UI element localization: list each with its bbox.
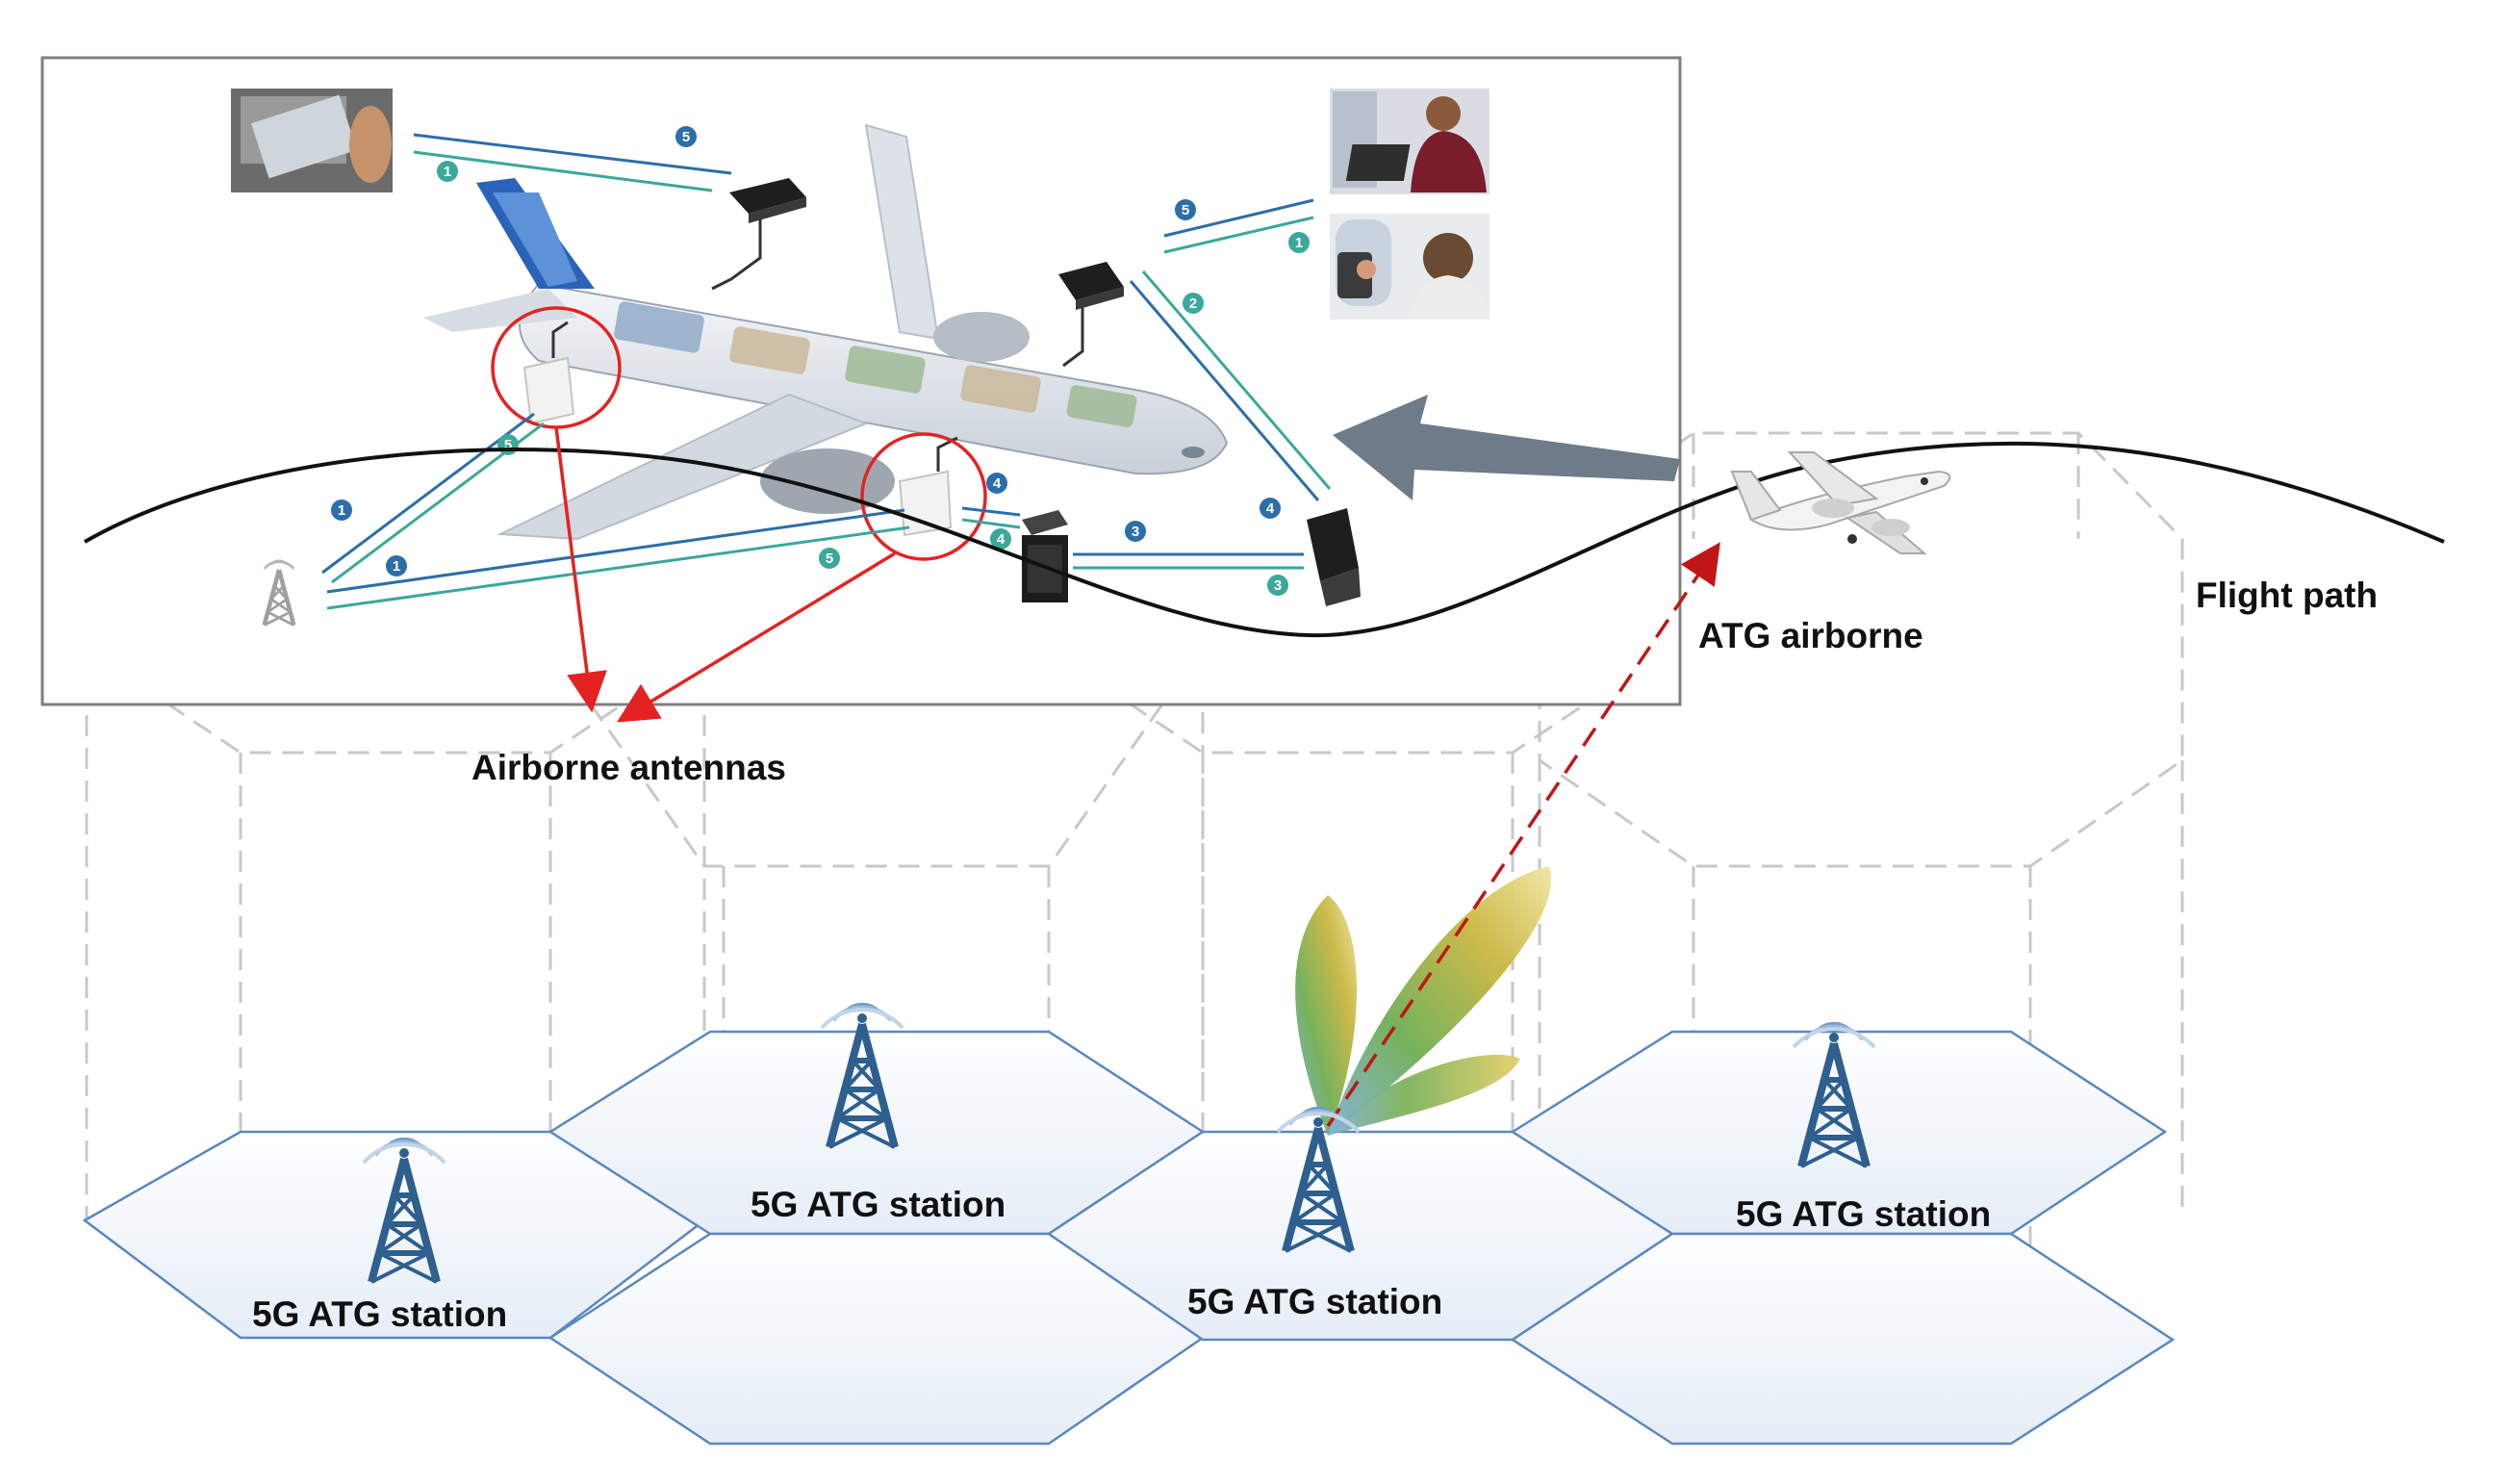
svg-text:4: 4 bbox=[1266, 500, 1275, 517]
airplane-icon bbox=[1730, 451, 1951, 554]
antenna-highlight-circle bbox=[860, 432, 987, 561]
passenger-photo-icon bbox=[1330, 214, 1489, 320]
svg-text:5: 5 bbox=[826, 551, 833, 567]
beam-pattern-icon bbox=[1295, 866, 1552, 1136]
antenna-link-arrow bbox=[554, 426, 607, 713]
step-badge: 4 bbox=[986, 473, 1007, 494]
svg-text:1: 1 bbox=[1295, 235, 1303, 251]
svg-text:1: 1 bbox=[444, 164, 451, 180]
step-badge: 5 bbox=[1175, 199, 1196, 220]
aircraft-system-inset: 5 1 5 1 2 4 1 5 1 5 4 4 3 3 bbox=[40, 56, 1682, 706]
signal-lines bbox=[321, 133, 1332, 610]
passenger-photo-icon bbox=[231, 89, 393, 192]
svg-text:1: 1 bbox=[393, 558, 400, 575]
atg-airborne-label: ATG airborne bbox=[1698, 616, 1923, 655]
step-badge: 1 bbox=[386, 555, 407, 576]
step-badge: 4 bbox=[990, 528, 1011, 550]
svg-text:2: 2 bbox=[1189, 295, 1197, 312]
antenna-link-arrow bbox=[617, 551, 896, 723]
step-badge: 5 bbox=[819, 548, 840, 569]
step-badge: 4 bbox=[1260, 498, 1281, 519]
big-left-arrow bbox=[1333, 395, 1680, 500]
step-badge: 3 bbox=[1125, 521, 1146, 542]
airborne-antennas-label: Airborne antennas bbox=[471, 748, 786, 787]
step-badge: 1 bbox=[437, 161, 458, 182]
step-badge: 2 bbox=[1183, 293, 1204, 314]
air-to-ground-link-arrow bbox=[1326, 542, 1720, 1127]
step-badge: 5 bbox=[497, 434, 519, 455]
svg-text:5: 5 bbox=[682, 129, 690, 145]
station-label: 5G ATG station bbox=[1736, 1194, 1992, 1234]
airplane-cutaway-icon bbox=[423, 123, 1229, 541]
svg-text:1: 1 bbox=[338, 502, 345, 519]
step-badge: 1 bbox=[331, 499, 352, 521]
passenger-photo-icon bbox=[1330, 89, 1489, 194]
ground-hex-tiles bbox=[82, 1030, 2176, 1446]
hex-tile bbox=[1510, 1232, 2176, 1446]
svg-text:3: 3 bbox=[1274, 577, 1282, 594]
avionics-box-icon bbox=[1307, 508, 1361, 606]
flight-path-curve bbox=[84, 441, 2445, 638]
svg-text:4: 4 bbox=[997, 531, 1005, 548]
svg-text:5: 5 bbox=[504, 437, 512, 453]
station-label: 5G ATG station bbox=[751, 1185, 1006, 1224]
flight-path-label: Flight path bbox=[2196, 576, 2379, 615]
svg-text:3: 3 bbox=[1132, 524, 1139, 540]
avionics-box-icon bbox=[1022, 510, 1068, 602]
svg-text:5: 5 bbox=[1182, 202, 1189, 218]
avionics-box-icon bbox=[711, 178, 806, 291]
station-label: 5G ATG station bbox=[252, 1294, 508, 1334]
step-badge: 5 bbox=[675, 126, 697, 147]
svg-text:4: 4 bbox=[993, 475, 1002, 492]
step-badges: 5 1 5 1 2 4 1 5 1 5 4 4 3 3 bbox=[331, 126, 1310, 596]
avionics-box-icon bbox=[1058, 262, 1124, 368]
airborne-antenna-icon bbox=[522, 320, 575, 425]
station-label: 5G ATG station bbox=[1187, 1282, 1443, 1321]
cell-tower-icon bbox=[262, 559, 296, 627]
step-badge: 3 bbox=[1267, 575, 1288, 596]
step-badge: 1 bbox=[1288, 232, 1310, 253]
